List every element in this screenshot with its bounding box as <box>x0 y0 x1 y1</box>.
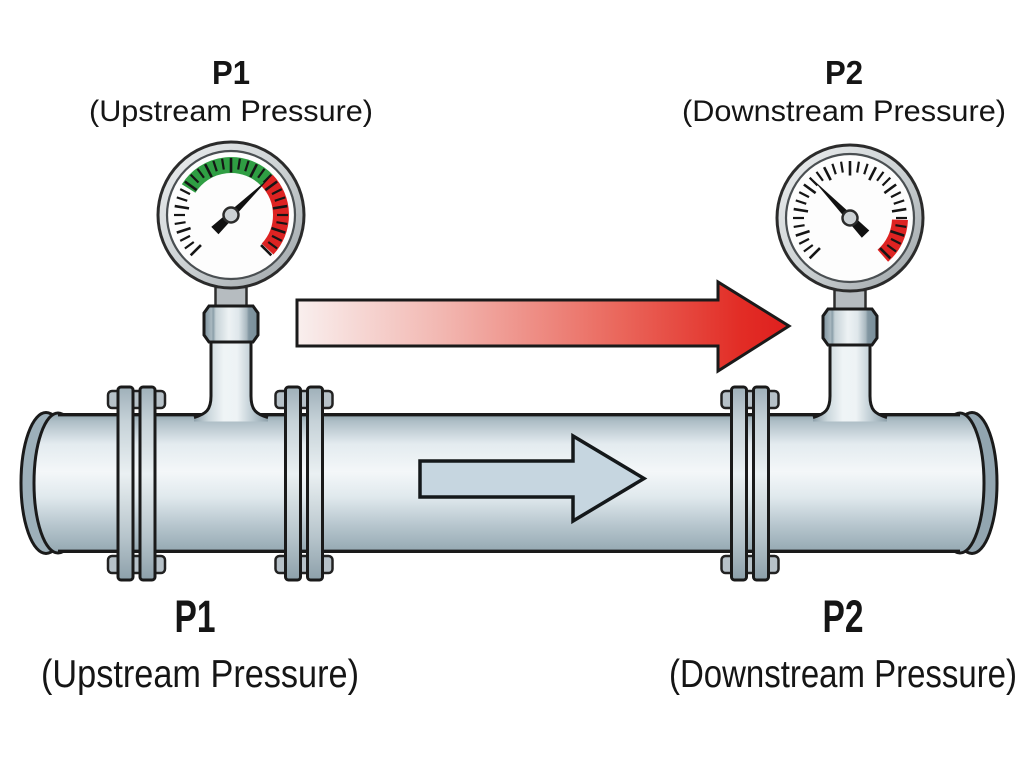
p1-stem-tube-outline <box>193 340 269 419</box>
p1-gauge-stem <box>193 285 269 422</box>
p2-bottom-label-caption: (Downstream Pressure) <box>669 653 1017 696</box>
red-flow-arrow <box>295 279 792 374</box>
p1-bottom-label-caption: (Upstream Pressure) <box>41 653 359 696</box>
p2-pressure-gauge-icon <box>775 143 925 293</box>
p1-stem-tube <box>194 340 268 422</box>
flange-right-plate <box>306 385 324 582</box>
p1-top-label-id: P1 <box>212 54 250 91</box>
p1-top-label-caption: (Upstream Pressure) <box>89 95 373 128</box>
p1-bottom-label-id: P1 <box>175 591 216 642</box>
flange-left-plate <box>284 385 302 582</box>
flange-1 <box>106 385 167 582</box>
p2-stem-nut <box>821 307 879 347</box>
gauge-dial <box>793 161 908 262</box>
flange-right-plate <box>752 385 770 582</box>
flange-right-plate <box>138 385 157 582</box>
p1-gauge-hub <box>222 206 240 224</box>
flange-left-plate <box>730 385 748 582</box>
flow-direction-arrow-icon <box>295 279 792 374</box>
p1-stem-connector <box>214 285 248 309</box>
p1-stem-nut <box>202 304 260 344</box>
p1-gauge-tick-marks <box>174 158 288 257</box>
flange-left-plate <box>116 385 135 582</box>
p2-stem-tube-outline <box>812 343 888 419</box>
p2-gauge-stem <box>812 288 888 422</box>
p2-stem-tube <box>813 343 887 422</box>
pipe-flow-arrow-icon <box>418 432 648 525</box>
flange-2 <box>274 385 334 582</box>
flange-3 <box>720 385 780 582</box>
p2-gauge-tick-marks <box>793 161 907 260</box>
p2-gauge-hub <box>841 209 859 227</box>
p2-stem-connector <box>833 288 867 312</box>
p2-top-label-caption: (Downstream Pressure) <box>682 95 1006 128</box>
pipe-flow-arrow <box>418 432 648 525</box>
p2-bottom-label-id: P2 <box>823 591 864 642</box>
p2-top-label-id: P2 <box>825 54 863 91</box>
gauge-dial <box>174 157 289 257</box>
p1-pressure-gauge-icon <box>156 140 306 290</box>
